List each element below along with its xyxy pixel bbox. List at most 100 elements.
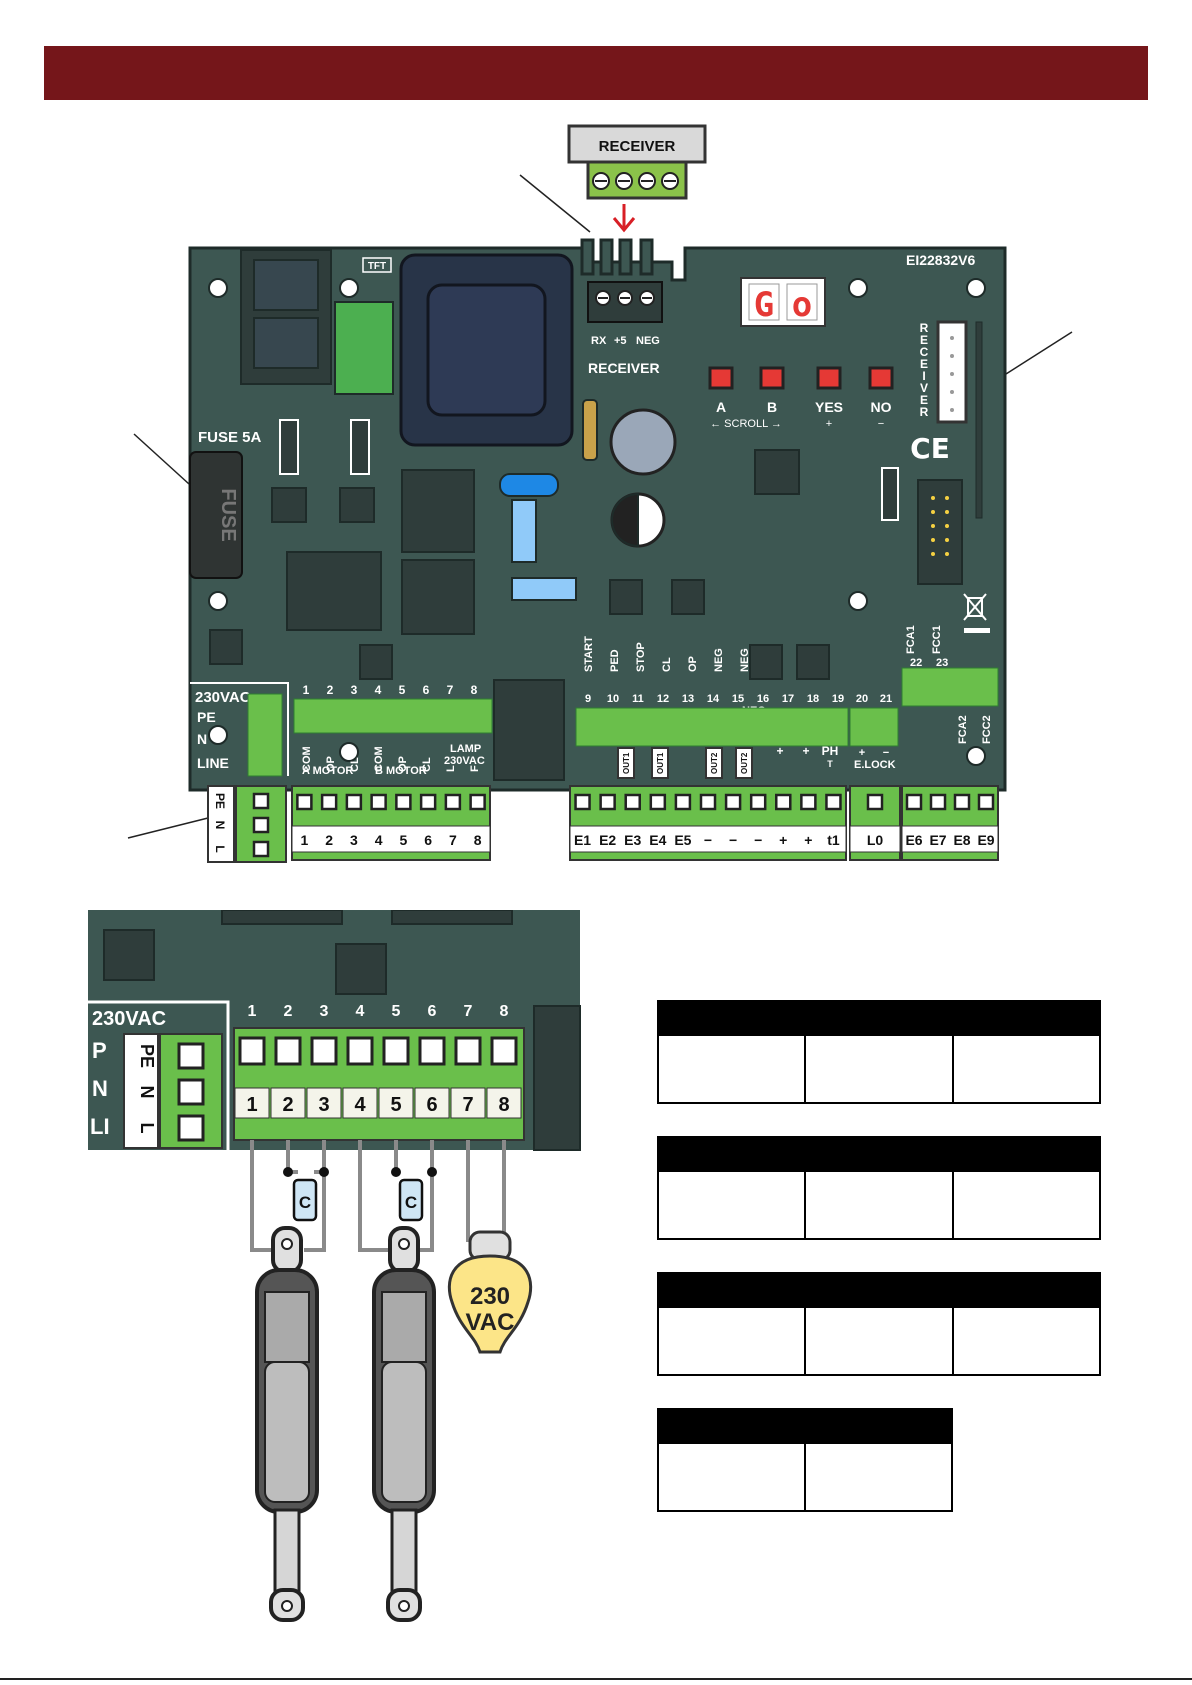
- input-term-number: 16: [757, 693, 769, 705]
- table-header: [657, 1408, 953, 1444]
- button-yes[interactable]: [816, 366, 842, 390]
- no-sign: −: [878, 418, 884, 430]
- wiring-table-1: [656, 1000, 1102, 1104]
- wiring-plug-number: 8: [498, 1094, 509, 1116]
- wiring-side-li: LI: [90, 1114, 110, 1139]
- limit-top-number: 23: [936, 657, 948, 669]
- wiring-plug-cell: [378, 1087, 414, 1119]
- limit-top-label: FCC1: [931, 625, 943, 654]
- board-buttons: [708, 366, 894, 390]
- table-cell: [656, 1170, 807, 1240]
- wire-junction: [427, 1167, 437, 1177]
- plug-label: 4: [375, 832, 383, 848]
- table-cell: [804, 1306, 954, 1376]
- vertical-receiver-letter: E: [920, 357, 928, 371]
- display-digit-1: G: [754, 285, 774, 325]
- plug-label: t1: [827, 832, 840, 848]
- wiring-power-label: 230VAC: [92, 1008, 166, 1030]
- button-a[interactable]: [708, 366, 734, 390]
- power-label: 230VAC: [195, 689, 251, 706]
- motor-term-name: L: [445, 765, 457, 772]
- motor-term-number: 6: [423, 683, 430, 697]
- seven-segment-display: G o: [740, 277, 826, 327]
- plug-screw: [252, 816, 270, 834]
- button-no-label: NO: [871, 399, 892, 415]
- plug-label: 1: [300, 832, 308, 848]
- limit-bottom-label: FCC2: [981, 715, 993, 744]
- plug-label: +: [779, 832, 787, 848]
- motor-term-number: 3: [351, 683, 358, 697]
- wiring-top-number: 1: [248, 1003, 257, 1020]
- wiring-plug-screw: [454, 1036, 482, 1066]
- limit-top-label: FCA1: [905, 625, 917, 654]
- button-no[interactable]: [868, 366, 894, 390]
- wiring-plug-n: N: [137, 1086, 157, 1099]
- wiring-plug-number: 2: [282, 1094, 293, 1116]
- motor-term-name: OP: [325, 756, 337, 772]
- wiring-table-4: [657, 1408, 953, 1512]
- motor-term-number: 7: [447, 683, 454, 697]
- capacitor-1: C: [292, 1178, 318, 1222]
- power-term-line: LINE: [197, 755, 229, 771]
- wiring-top-number: 6: [428, 1003, 437, 1020]
- tft-label: TFT: [368, 261, 386, 272]
- fuse-label: FUSE 5A: [198, 429, 262, 446]
- wiring-plug-number: 3: [318, 1094, 329, 1116]
- power-plug-label: L: [213, 845, 227, 852]
- wire-junction: [391, 1167, 401, 1177]
- table-cell: [951, 1034, 1102, 1104]
- motor-term-name: CL: [421, 757, 433, 772]
- power-terminal: [247, 693, 283, 777]
- button-a-label: A: [716, 399, 726, 415]
- button-yes-label: YES: [815, 399, 843, 415]
- plug-label: 8: [474, 832, 482, 848]
- motor-term-name: COM: [373, 746, 385, 772]
- wire-junction: [283, 1167, 293, 1177]
- output-label: OUT2: [740, 752, 749, 774]
- wiring-top-number: 8: [500, 1003, 509, 1020]
- motor-term-number: 2: [327, 683, 334, 697]
- plug-screw: [599, 793, 616, 811]
- wire: [466, 1140, 490, 1242]
- plug-label: E5: [674, 832, 691, 848]
- wiring-plug-number: 5: [390, 1094, 401, 1116]
- plug-screw: [929, 793, 947, 811]
- b-motor-label: B MOTOR: [375, 765, 427, 777]
- pointer-line: [519, 174, 591, 233]
- plug-label: E8: [953, 832, 970, 848]
- vertical-receiver-letter: R: [920, 321, 929, 335]
- actuator-2: [372, 1226, 436, 1622]
- button-b[interactable]: [759, 366, 785, 390]
- wiring-top-number: 5: [392, 1003, 401, 1020]
- plug-label: E2: [599, 832, 616, 848]
- input-term-number: 9: [585, 693, 591, 705]
- plug-label: E6: [905, 832, 922, 848]
- wiring-plug-number: 6: [426, 1094, 437, 1116]
- receiver-pin-labels: RX +5 NEG: [591, 335, 660, 347]
- limit-top-number: 22: [910, 657, 922, 669]
- plug-screw: [574, 793, 591, 811]
- power-plug-label-strip: [207, 785, 235, 863]
- plug-label: E4: [649, 832, 666, 848]
- lock-minus: −: [883, 747, 889, 759]
- table-cell: [656, 1306, 807, 1376]
- plug-screw: [749, 793, 767, 811]
- components: [209, 399, 963, 781]
- input-term-name: OP: [687, 656, 699, 672]
- input-term-name: START: [583, 636, 595, 672]
- output-block: [735, 747, 753, 779]
- wiring-side-n: N: [92, 1076, 108, 1101]
- motor-term-name: CL: [349, 757, 361, 772]
- a-motor-label: A MOTOR: [302, 765, 353, 777]
- motor-term-number: 1: [303, 683, 310, 697]
- limit-terminal: [901, 667, 999, 707]
- motor-term-name: OP: [397, 756, 409, 772]
- wire-junction: [319, 1167, 329, 1177]
- power-plug-label: N: [213, 821, 227, 830]
- fuse: [189, 451, 243, 579]
- scroll-label: ← SCROLL →: [710, 418, 782, 430]
- plug-screw: [252, 840, 270, 858]
- vertical-receiver-letter: I: [922, 369, 925, 383]
- table-cell: [804, 1170, 954, 1240]
